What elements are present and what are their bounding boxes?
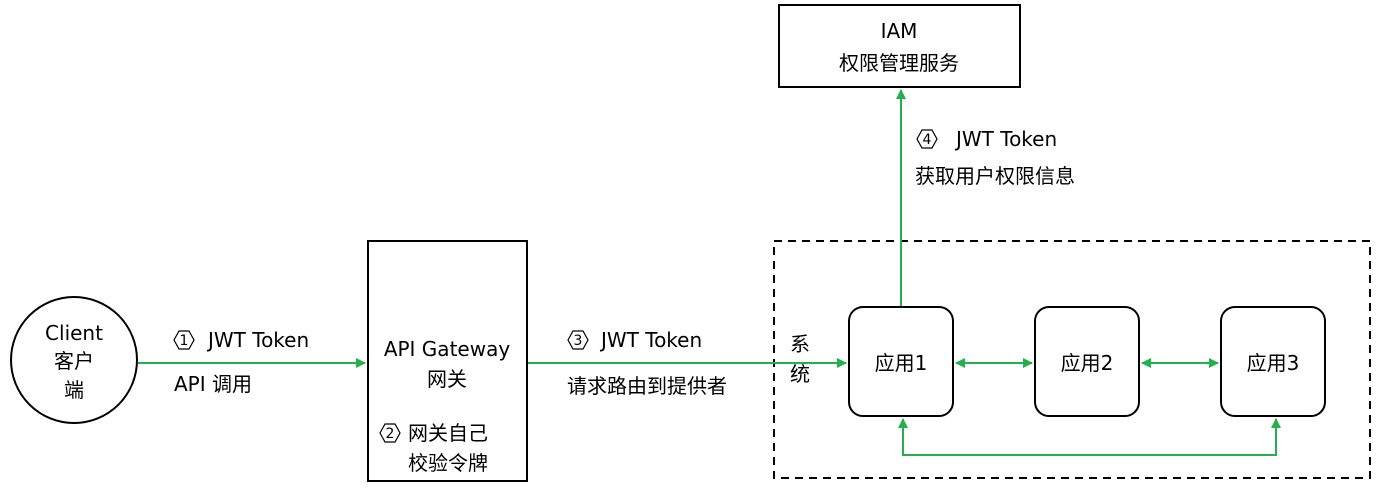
app-1-node: 应用1 <box>848 306 954 417</box>
step-3-number: 3 <box>574 333 583 349</box>
client-node: Client 客户 端 <box>10 296 138 424</box>
gateway-box <box>367 240 528 482</box>
step-3-hexagon-icon <box>567 330 589 350</box>
app-1-box <box>848 306 954 417</box>
app-3-box <box>1220 306 1326 417</box>
system-label-line2: 统 <box>790 362 810 386</box>
step-2-hexagon-icon <box>379 423 401 443</box>
gateway-node: API Gateway 网关 2 网关自己 校验令牌 <box>367 240 528 482</box>
iam-service-node: IAM 权限管理服务 <box>778 4 1021 88</box>
step-2-number: 2 <box>386 426 395 442</box>
app-3-label: 应用3 <box>1247 351 1300 375</box>
gateway-note-line2: 校验令牌 <box>408 451 488 475</box>
system-dashed-border <box>773 240 1371 479</box>
app-2-node: 应用2 <box>1034 306 1140 417</box>
step-1-title: JWT Token <box>206 328 309 352</box>
step-4-title: JWT Token <box>954 127 1057 151</box>
step-1-description: API 调用 <box>174 372 252 396</box>
edge-label-gateway-to-system: 3 JWT Token 请求路由到提供者 <box>567 328 727 398</box>
iam-subtitle: 权限管理服务 <box>839 51 959 75</box>
system-container: 系 统 <box>773 240 1371 479</box>
step-4-number: 4 <box>923 132 932 148</box>
client-circle <box>10 296 138 424</box>
step-1-hexagon-icon <box>173 330 195 350</box>
iam-title: IAM <box>881 19 918 43</box>
step-4-description: 获取用户权限信息 <box>915 164 1075 188</box>
client-label-line2: 客户 <box>54 349 94 373</box>
client-label-line1: Client <box>45 321 103 345</box>
client-label-line3: 端 <box>64 378 84 402</box>
gateway-subtitle: 网关 <box>427 367 467 391</box>
step-1-number: 1 <box>180 333 189 349</box>
iam-service-box <box>778 4 1021 88</box>
gateway-note-line1: 网关自己 <box>408 421 488 445</box>
step-3-title: JWT Token <box>599 328 702 352</box>
edge-label-app-to-iam: 4 JWT Token 获取用户权限信息 <box>915 127 1075 188</box>
app-1-label: 应用1 <box>875 351 928 375</box>
step-3-description: 请求路由到提供者 <box>567 374 727 398</box>
system-label-line1: 系 <box>790 332 810 356</box>
app-2-box <box>1034 306 1140 417</box>
step-4-hexagon-icon <box>916 129 938 149</box>
app-3-node: 应用3 <box>1220 306 1326 417</box>
edge-label-client-to-gateway: 1 JWT Token API 调用 <box>173 328 309 396</box>
app-2-label: 应用2 <box>1061 351 1114 375</box>
gateway-title: API Gateway <box>384 337 511 361</box>
edge-app-1-app-3 <box>898 418 1281 456</box>
